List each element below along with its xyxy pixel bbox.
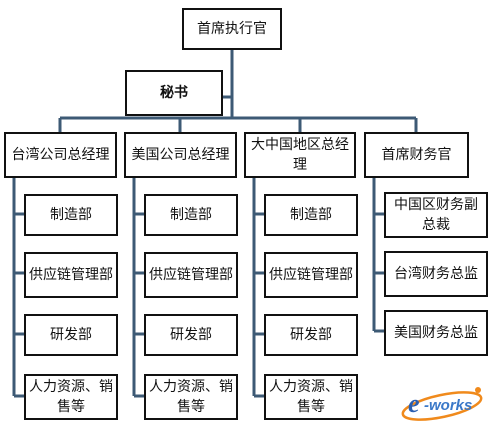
- dept-manufacturing: 制造部: [24, 194, 118, 236]
- ceo-box: 首席执行官: [182, 8, 282, 50]
- dept-supply-chain: 供应链管理部: [24, 252, 118, 298]
- dept-taiwan-finance-director: 台湾财务总监: [384, 251, 488, 297]
- dept-manufacturing: 制造部: [144, 194, 238, 236]
- dept-rnd: 研发部: [264, 314, 358, 356]
- e-works-logo: e -works: [401, 387, 483, 421]
- svg-text:e: e: [408, 389, 420, 418]
- division-head-cfo: 首席财务官: [364, 132, 469, 178]
- division-head-usa: 美国公司总经理: [124, 132, 237, 178]
- division-head-taiwan: 台湾公司总经理: [4, 132, 117, 178]
- dept-supply-chain: 供应链管理部: [264, 252, 358, 298]
- dept-rnd: 研发部: [144, 314, 238, 356]
- svg-text:-works: -works: [424, 397, 472, 414]
- secretary-box: 秘书: [125, 70, 223, 116]
- dept-manufacturing: 制造部: [264, 194, 358, 236]
- dept-china-finance-vp: 中国区财务副总裁: [384, 192, 488, 238]
- dept-hr-sales: 人力资源、销售等: [264, 374, 358, 420]
- division-head-greater-china: 大中国地区总经理: [244, 132, 356, 178]
- dept-rnd: 研发部: [24, 314, 118, 356]
- dept-hr-sales: 人力资源、销售等: [24, 374, 118, 420]
- dept-hr-sales: 人力资源、销售等: [144, 374, 238, 420]
- dept-supply-chain: 供应链管理部: [144, 252, 238, 298]
- dept-usa-finance-director: 美国财务总监: [384, 310, 488, 356]
